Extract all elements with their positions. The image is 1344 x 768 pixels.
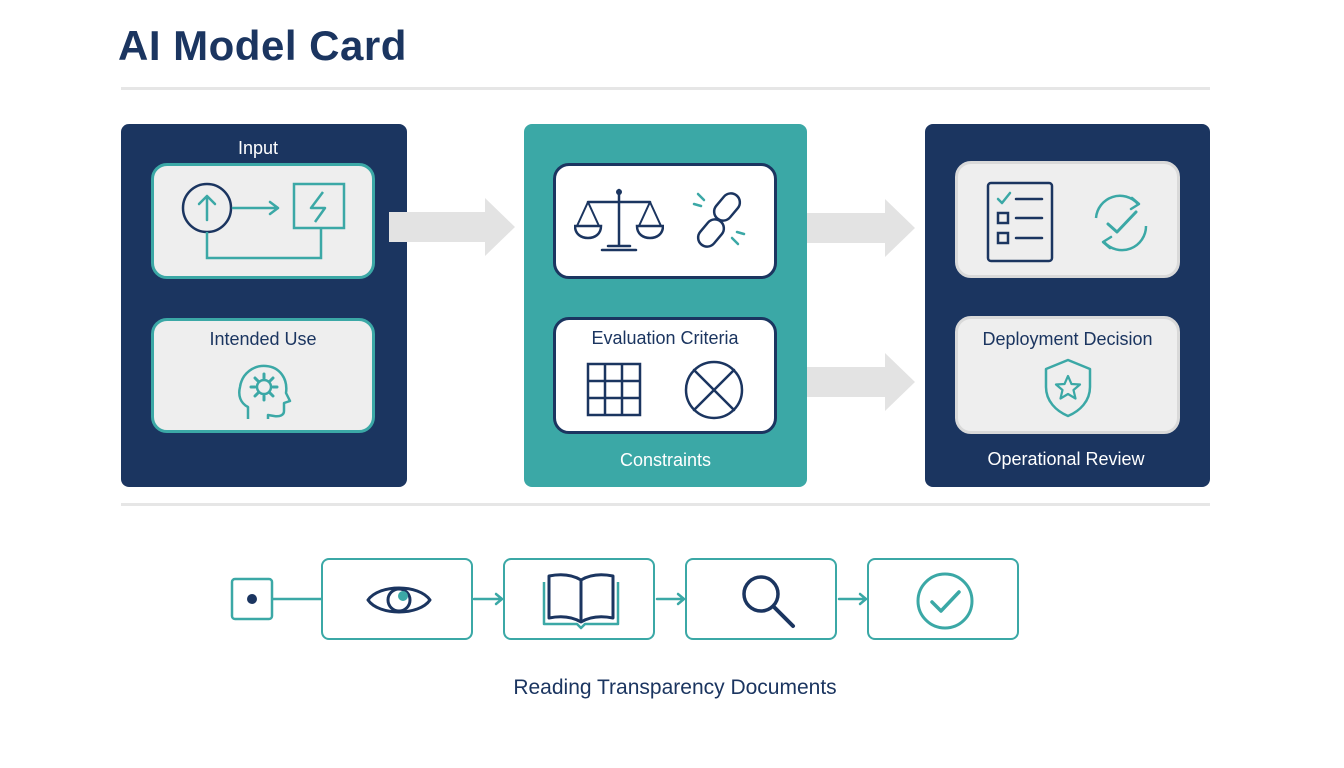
- input-flow-icon: [181, 182, 346, 260]
- middle-divider: [121, 503, 1210, 506]
- arrow-eval-to-review-top: [789, 199, 915, 257]
- page-title: AI Model Card: [118, 22, 407, 69]
- head-gear-icon: [238, 364, 292, 419]
- flow-connectors: [230, 577, 868, 621]
- shield-star-icon: [1044, 358, 1092, 418]
- input-card: [151, 163, 375, 279]
- panel-review: Deployment Decision Operational Review: [925, 124, 1210, 487]
- step-approve: [867, 558, 1019, 640]
- panel-input: Input Intended Use: [121, 124, 407, 487]
- process-caption: Reading Transparency Documents: [513, 676, 837, 699]
- step-inspect: [685, 558, 837, 640]
- scales-icon: [574, 188, 664, 252]
- check-circle-icon: [916, 572, 974, 630]
- panel-evaluation: Evaluation Criteria Constraints: [524, 124, 807, 487]
- intended-use-label: Intended Use: [209, 329, 317, 349]
- intended-use-card: Intended Use: [151, 318, 375, 433]
- input-label: Input: [237, 138, 279, 158]
- evaluation-criteria-card: Evaluation Criteria: [553, 317, 777, 434]
- deployment-decision-label: Deployment Decision: [982, 329, 1153, 349]
- broken-link-icon: [692, 192, 746, 248]
- grid-table-icon: [586, 362, 642, 417]
- arrow-eval-to-review-bottom: [789, 353, 915, 411]
- operational-review-label: Operational Review: [987, 449, 1145, 469]
- arrow-input-to-eval: [389, 198, 515, 256]
- fairness-card: [553, 163, 777, 279]
- eye-icon: [366, 586, 432, 614]
- book-icon: [542, 573, 620, 630]
- checklist-card: [955, 161, 1180, 278]
- magnifier-icon: [742, 575, 795, 628]
- deployment-decision-card: Deployment Decision: [955, 316, 1180, 434]
- checklist-icon: [986, 181, 1054, 263]
- evaluation-criteria-label: Evaluation Criteria: [591, 328, 739, 348]
- constraints-label: Constraints: [619, 450, 712, 470]
- refresh-check-icon: [1094, 194, 1148, 252]
- top-divider: [121, 87, 1210, 90]
- x-circle-icon: [684, 360, 744, 420]
- step-read: [503, 558, 655, 640]
- step-observe: [321, 558, 473, 640]
